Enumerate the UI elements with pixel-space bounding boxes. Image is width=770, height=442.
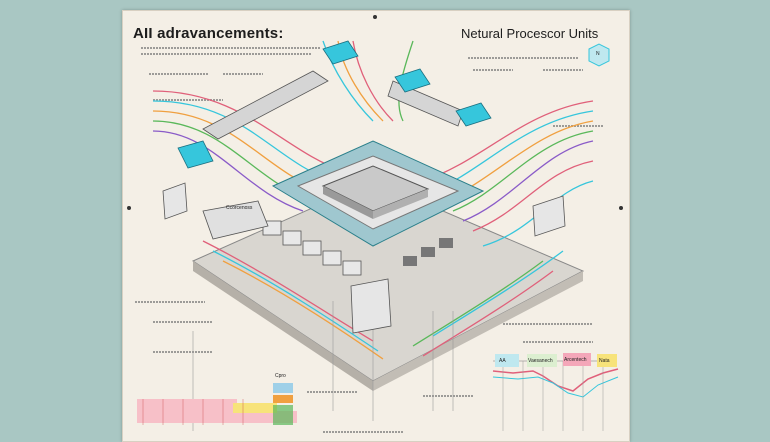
memory-module bbox=[421, 247, 435, 257]
caption-scribble bbox=[153, 351, 213, 353]
caption-scribble bbox=[543, 69, 583, 71]
caption-scribble bbox=[323, 431, 403, 433]
leader-lines bbox=[192, 301, 454, 431]
cyan-module bbox=[455, 102, 492, 127]
processor-chip-side bbox=[373, 189, 428, 219]
chart-tag-yellow bbox=[597, 354, 617, 367]
right-chart-label: Nata bbox=[599, 358, 610, 364]
pin-dot bbox=[373, 15, 377, 19]
right-chart-label: Vaesanech bbox=[528, 358, 553, 364]
hexagon-badge bbox=[588, 43, 610, 67]
cyan-module bbox=[177, 140, 214, 169]
caption-scribble bbox=[153, 321, 213, 323]
front-connector bbox=[350, 278, 392, 334]
caption-scribble bbox=[149, 73, 209, 75]
left-chart-label: Cpro bbox=[275, 373, 286, 379]
caption-scribble bbox=[223, 73, 263, 75]
side-connector-left bbox=[162, 182, 188, 220]
memory-module bbox=[439, 238, 453, 248]
cyan-module bbox=[394, 68, 431, 93]
pin-dot bbox=[127, 206, 131, 210]
title-right: Netural Procescor Units bbox=[461, 26, 599, 41]
caption-scribble bbox=[153, 99, 223, 101]
caption-scribble bbox=[307, 391, 357, 393]
right-chart-label: AA bbox=[499, 358, 506, 364]
memory-module bbox=[282, 230, 302, 246]
memory-module bbox=[403, 256, 417, 266]
infographic-poster: AII adravancements: Netural Procescor Un… bbox=[122, 10, 630, 442]
left-bar-chart bbox=[137, 383, 297, 425]
caption-scribble bbox=[523, 341, 593, 343]
pin-dot bbox=[619, 206, 623, 210]
processor-chip-side bbox=[323, 186, 373, 219]
chart-tag-pink bbox=[563, 353, 591, 366]
caption-scribble bbox=[135, 301, 205, 303]
memory-module-row bbox=[262, 220, 453, 276]
memory-rail-left bbox=[202, 70, 329, 140]
base-board-side bbox=[193, 261, 373, 391]
memory-module bbox=[302, 240, 322, 256]
caption-scribble bbox=[503, 323, 593, 325]
chart-tag-green bbox=[527, 354, 557, 367]
chart-tag-cyan bbox=[495, 354, 519, 367]
caption-scribble bbox=[473, 69, 513, 71]
base-board-side bbox=[373, 271, 583, 391]
right-chart-label: Arcentech bbox=[564, 357, 587, 363]
processor-diagram bbox=[137, 40, 619, 431]
hexagon-label: N bbox=[596, 51, 600, 57]
memory-module bbox=[342, 260, 362, 276]
memory-rail-right bbox=[387, 80, 464, 127]
cyan-module bbox=[322, 40, 359, 65]
title-left: AII adravancements: bbox=[133, 25, 284, 42]
side-connector-right bbox=[532, 195, 566, 237]
caption-scribble bbox=[141, 53, 311, 55]
caption-scribble bbox=[553, 125, 603, 127]
caption-scribble bbox=[141, 47, 321, 49]
right-line-chart bbox=[492, 353, 619, 431]
cyan-modules bbox=[177, 40, 492, 169]
memory-module bbox=[322, 250, 342, 266]
connector-block-left bbox=[202, 200, 269, 240]
connector-label: Ccorcenoss bbox=[226, 205, 253, 211]
caption-scribble bbox=[423, 395, 473, 397]
caption-scribble bbox=[468, 57, 578, 59]
